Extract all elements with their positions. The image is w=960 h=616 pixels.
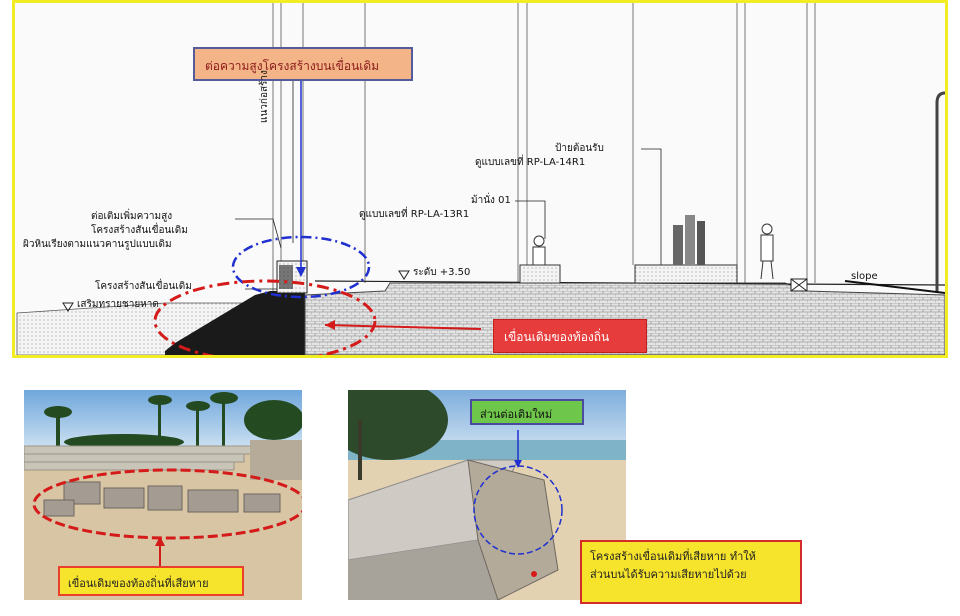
cross-section-drawing: ต่อความสูงโครงสร้างบนเขื่อนเดิม เขื่อนเด… [12,0,948,358]
planter-right [634,264,738,284]
red-dashed-highlight [153,279,377,355]
person-figure-2 [760,223,774,280]
extension-label-1: ต่อเติมเพิ่มความสูง [91,211,173,222]
new-extension-photo [348,390,626,600]
welcome-sign-label: ป้ายต้อนรับ [555,143,604,154]
bench-label: ม้านั่ง 01 [471,195,511,206]
damaged-wall-caption: เขื่อนเดิมของท้องถิ่นที่เสียหาย [58,566,244,596]
local-wall-callout: เขื่อนเดิมของท้องถิ่น [493,319,647,353]
sand-fill-label: เสริมทรายชายหาด [77,299,159,310]
planter-left [519,264,561,284]
construction-line-label: แนวก่อสร้าง [259,70,270,123]
extension-label-3: ผิวหินเรียงตามแนวคานรูปแบบเดิม [23,239,172,250]
ref-14-label: ดูแบบเลขที่ RP-LA-14R1 [475,157,586,168]
new-extension-label: ส่วนต่อเติมใหม่ [470,399,584,425]
lamp-post [935,91,945,293]
damage-explanation-line-2: ส่วนบนได้รับความเสียหายไปด้วย [590,568,747,581]
red-arrow [324,324,482,330]
blue-dashed-highlight [231,235,371,299]
extension-label-2: โครงสร้างสันเขื่อนเดิม [91,225,188,236]
damage-explanation-caption: โครงสร้างเขื่อนเดิมที่เสียหาย ทำให้ ส่วน… [580,540,802,604]
ref-13-label: ดูแบบเลขที่ RP-LA-13R1 [359,209,470,220]
crest-label: โครงสร้างสันเขื่อนเดิม [95,281,192,292]
old-wall-steps [165,291,305,355]
person-figure-1 [532,235,546,266]
level-label: ระดับ +3.50 [413,267,471,278]
damage-explanation-line-1: โครงสร้างเขื่อนเดิมที่เสียหาย ทำให้ [590,550,756,563]
height-extension-callout: ต่อความสูงโครงสร้างบนเขื่อนเดิม [193,47,413,81]
slope-label: slope [851,271,878,282]
drawing-linework [16,3,945,355]
